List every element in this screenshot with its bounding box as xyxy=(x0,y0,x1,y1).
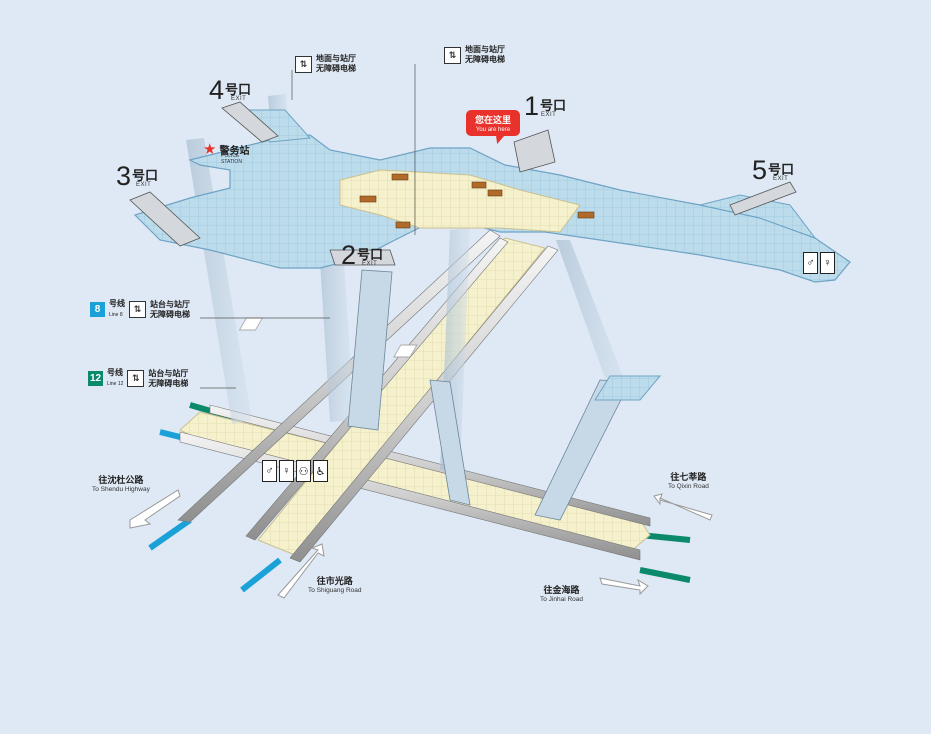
exit-1-zh: 号口 xyxy=(540,98,567,113)
direction-shendu-zh: 往沈杜公路 xyxy=(98,475,144,485)
elevator-ground-hall-label-1: ⇅ 地面与站厅无障碍电梯 xyxy=(295,54,356,74)
shaft-center xyxy=(318,228,354,422)
police-station: ★ 警务站 POLICE STATION xyxy=(203,140,250,165)
exit-2-en: EXIT xyxy=(362,261,378,267)
elevator-1-line1: 地面与站厅 xyxy=(316,54,356,63)
shaft-right xyxy=(556,240,630,398)
track-line12-left xyxy=(240,557,282,593)
exit-1-en: EXIT xyxy=(541,112,557,118)
line12-zh: 号线 xyxy=(107,368,123,377)
fare-gates xyxy=(359,173,595,229)
exit-3-en: EXIT xyxy=(136,182,152,188)
line8-zh: 号线 xyxy=(109,299,125,308)
line8-rail-right xyxy=(289,245,559,563)
exit-4-en: EXIT xyxy=(231,96,247,102)
line8-elev-line2: 无障碍电梯 xyxy=(150,309,190,319)
exit-4-zh: 号口 xyxy=(225,82,252,97)
line12-badge: 12 xyxy=(88,371,103,386)
toilet-icon: ♀ xyxy=(820,252,835,274)
track-line8-left xyxy=(148,517,192,551)
line8-badge: 8 xyxy=(90,302,105,317)
track-right-2 xyxy=(639,567,691,583)
direction-shendu: 往沈杜公路 To Shendu Highway xyxy=(92,473,150,493)
exit-2-label: 2 号口 EXIT xyxy=(341,240,384,270)
line12-elev-line1: 站台与站厅 xyxy=(148,368,189,378)
direction-shendu-en: To Shendu Highway xyxy=(92,486,150,493)
escalator-exit3 xyxy=(129,191,201,247)
exit-3-label: 3 号口 EXIT xyxy=(116,161,159,191)
you-are-here-en: You are here xyxy=(475,127,511,133)
elevator-line8-label: 8 号线 Line 8 ⇅ 站台与站厅无障碍电梯 xyxy=(90,299,190,320)
exit-5-en: EXIT xyxy=(773,176,789,182)
escalator-exit2 xyxy=(329,249,396,266)
escalator-exit1 xyxy=(513,129,556,173)
direction-shiguang-en: To Shiguang Road xyxy=(308,587,362,594)
escalator-exit5 xyxy=(729,181,797,216)
escalator-platform-2 xyxy=(429,379,471,506)
you-are-here-zh: 您在这里 xyxy=(474,115,511,125)
family-restroom-icon: ⚇ xyxy=(296,460,311,482)
accessible-elevator-icon: ⇅ xyxy=(295,55,312,73)
police-star-icon: ★ xyxy=(203,141,217,158)
line12-rail-bottom xyxy=(179,431,641,561)
escalator-exit4 xyxy=(221,101,279,143)
line12-en: Line 12 xyxy=(107,381,124,387)
exit-4-number: 4 xyxy=(209,75,225,105)
escalator-platform-1 xyxy=(347,269,393,431)
exit-1-label: 1 号口 EXIT xyxy=(524,91,567,121)
direction-qixin-en: To Qixin Road xyxy=(668,483,709,490)
direction-jinhai: 往金海路 To Jinhai Road xyxy=(540,583,583,603)
police-en: POLICE STATION xyxy=(221,153,242,165)
elevator-2-line1: 地面与站厅 xyxy=(465,45,505,54)
exit-3-zh: 号口 xyxy=(132,168,159,183)
toilet-icon: ♀ xyxy=(279,460,294,482)
exit-4-label: 4 号口 EXIT xyxy=(209,75,252,105)
direction-jinhai-en: To Jinhai Road xyxy=(540,596,583,603)
exit-1-number: 1 xyxy=(524,91,540,121)
line12-rail-top xyxy=(209,404,651,527)
police-zh: 警务站 xyxy=(219,145,250,157)
elevator-1-line2: 无障碍电梯 xyxy=(316,64,356,73)
accessible-elevator-icon: ⇅ xyxy=(444,46,461,64)
you-are-here-marker: 您在这里 You are here xyxy=(466,110,520,136)
wheelchair-icon: ♿ xyxy=(313,460,328,482)
concourse-paid-area xyxy=(339,169,581,233)
line8-elev-line1: 站台与站厅 xyxy=(150,299,190,309)
direction-jinhai-zh: 往金海路 xyxy=(543,585,580,595)
platform-void-2 xyxy=(393,344,418,358)
exit-5-number: 5 xyxy=(752,155,768,185)
toilet-icon: ♂ xyxy=(262,460,277,482)
line12-elev-line2: 无障碍电梯 xyxy=(148,378,189,388)
exit-3-number: 3 xyxy=(116,161,132,191)
platform-restrooms: ♂ ♀ ⚇ ♿ xyxy=(262,460,328,482)
elevator-ground-hall-label-2: ⇅ 地面与站厅无障碍电梯 xyxy=(444,45,505,65)
stair-landing xyxy=(594,375,662,401)
exit-2-number: 2 xyxy=(341,240,357,270)
direction-qixin-zh: 往七莘路 xyxy=(670,472,707,482)
concourse-toilet: ♂ ♀ xyxy=(803,252,835,274)
exit-5-zh: 号口 xyxy=(768,162,795,177)
line8-en: Line 8 xyxy=(109,312,123,318)
elevator-2-line2: 无障碍电梯 xyxy=(465,55,505,64)
exit-2-zh: 号口 xyxy=(357,247,384,262)
exit-5-label: 5 号口 EXIT xyxy=(752,155,795,185)
direction-arrow-icon xyxy=(129,489,713,599)
exit5-passage xyxy=(699,194,817,240)
direction-shiguang: 往市光路 To Shiguang Road xyxy=(308,574,362,594)
elevator-line12-label: 12 号线 Line 12 ⇅ 站台与站厅无障碍电梯 xyxy=(88,368,188,389)
accessible-elevator-icon: ⇅ xyxy=(127,370,145,387)
accessible-elevator-icon: ⇅ xyxy=(129,301,146,318)
leader-lines xyxy=(200,64,416,389)
platform-void-1 xyxy=(238,317,264,331)
toilet-icon: ♂ xyxy=(803,252,818,274)
direction-qixin: 往七莘路 To Qixin Road xyxy=(668,470,709,490)
escalator-platform-3 xyxy=(534,379,631,521)
direction-shiguang-zh: 往市光路 xyxy=(316,576,353,586)
